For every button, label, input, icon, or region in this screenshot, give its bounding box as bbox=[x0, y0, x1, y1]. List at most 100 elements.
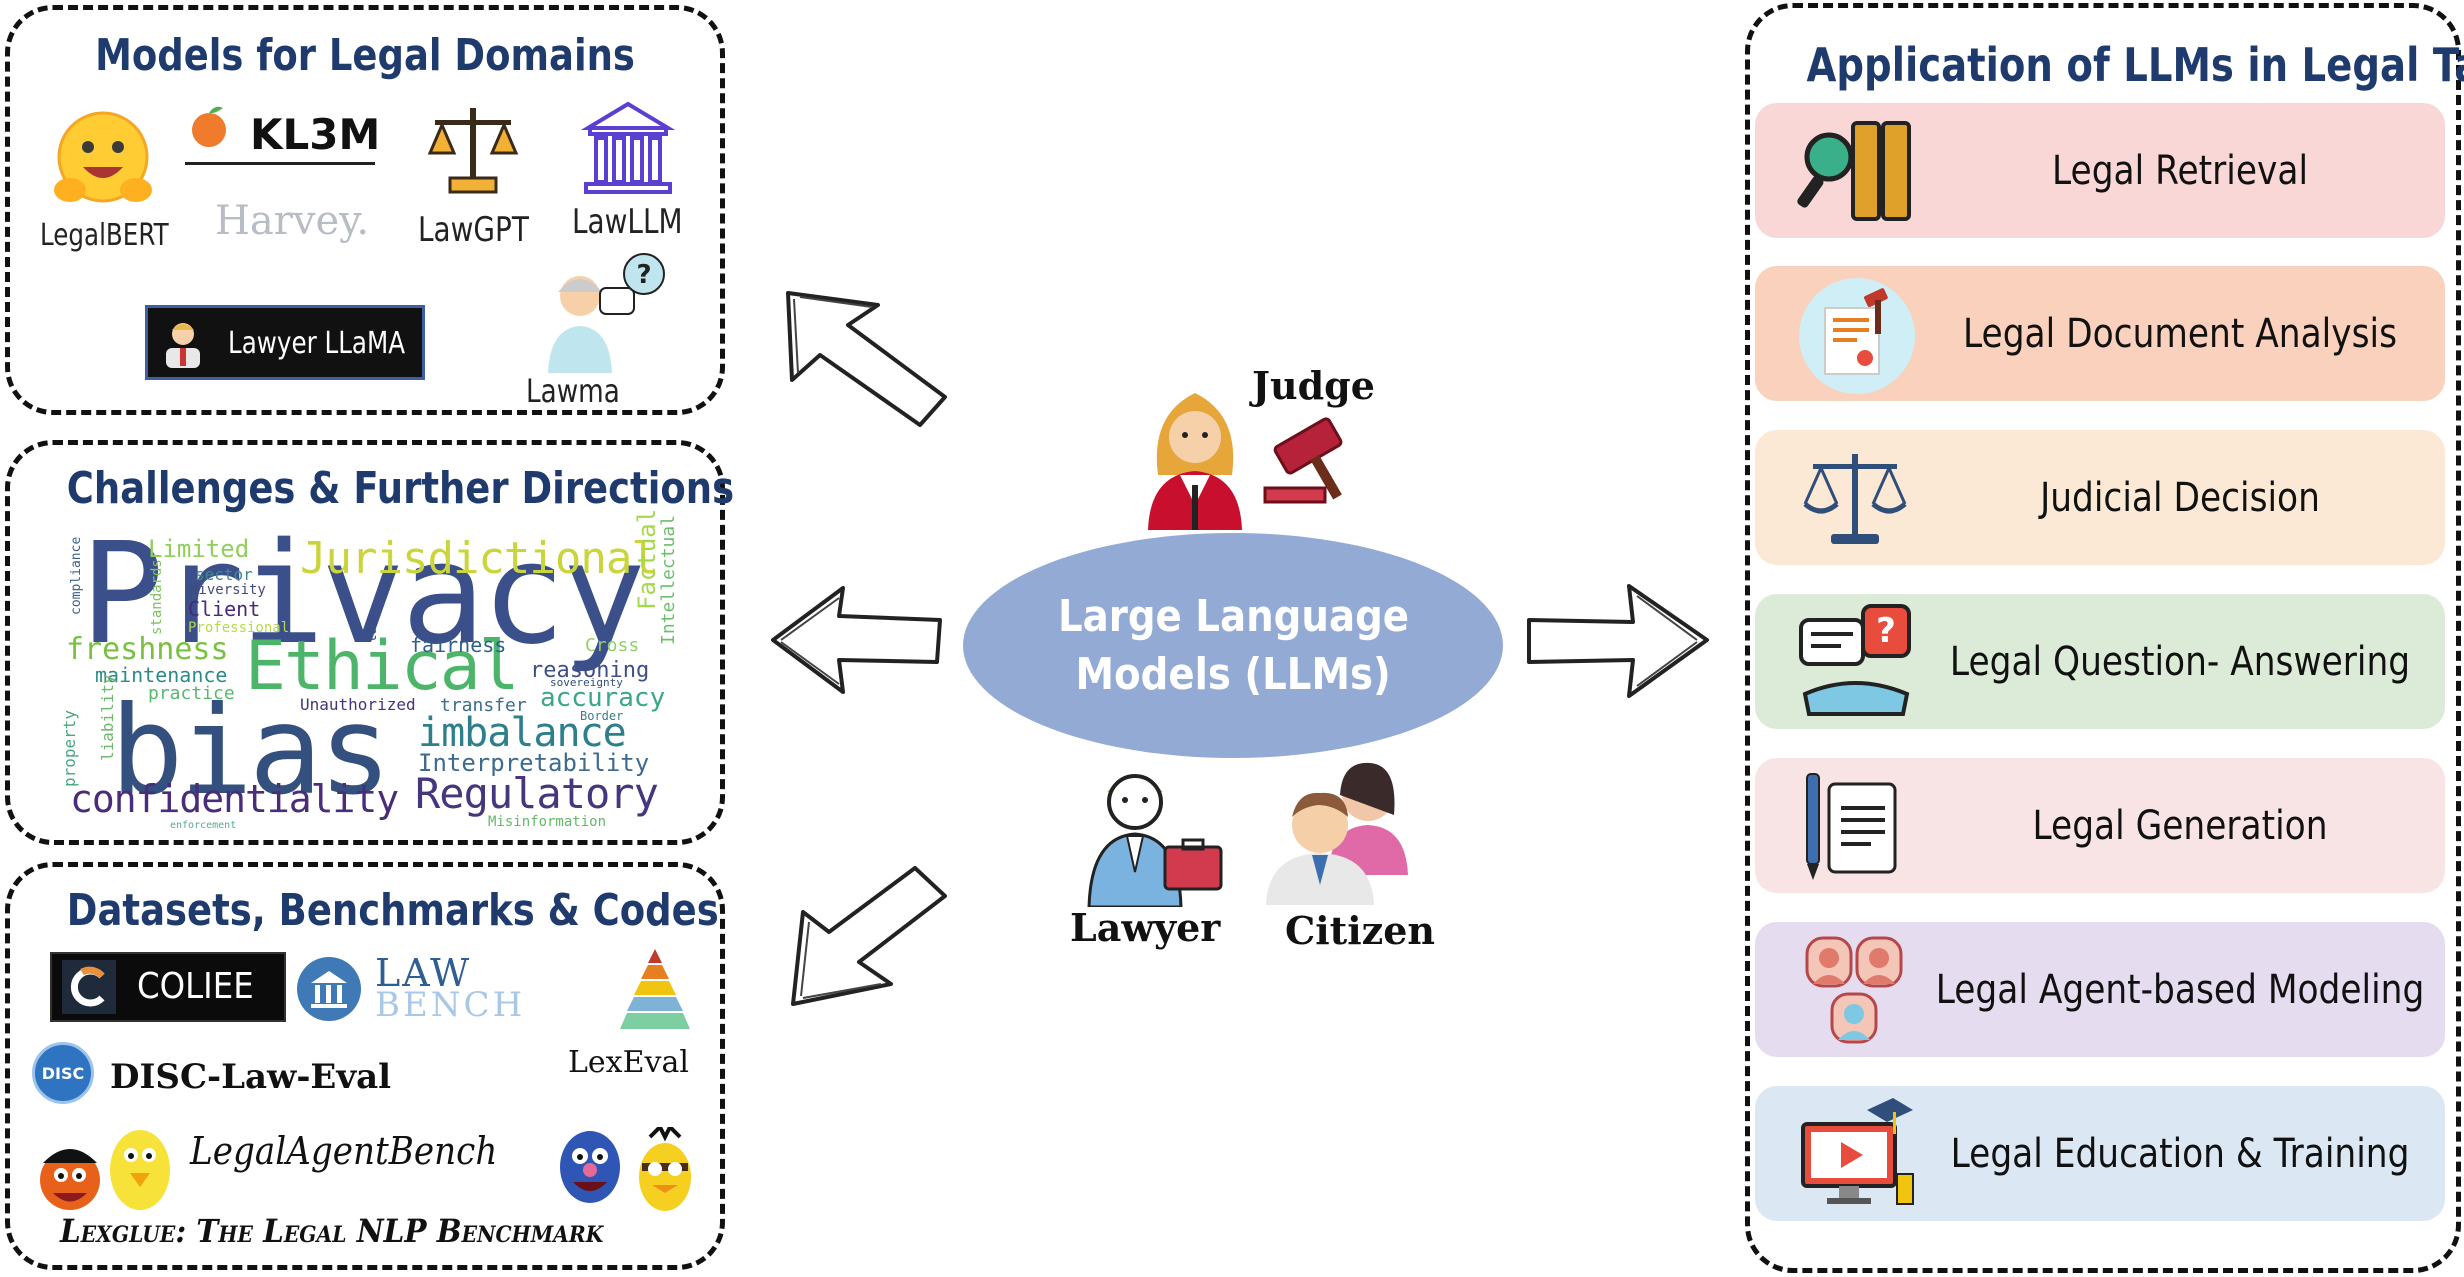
bert-icon bbox=[639, 1127, 691, 1211]
coliee-logo-icon bbox=[62, 960, 116, 1014]
disc-law-eval-label: DISC-Law-Eval bbox=[110, 1057, 392, 1097]
lexeval-pyramid-icon bbox=[620, 949, 690, 1029]
word-ethical: Ethical bbox=[245, 627, 520, 706]
app-card-legal-document-analysis: Legal Document Analysis bbox=[1755, 266, 2445, 401]
word-cross: Cross bbox=[585, 635, 640, 656]
word-enforcement: enforcement bbox=[170, 820, 237, 831]
legalagentbench-label: LegalAgentBench bbox=[190, 1129, 498, 1173]
lawyer-label: Lawyer bbox=[1070, 905, 1221, 950]
word-compliance: compliance bbox=[69, 536, 84, 615]
citizen-icon bbox=[1266, 762, 1408, 905]
llm-center-line1: Large Language bbox=[1057, 590, 1409, 642]
lawbench-label-bench: BENCH bbox=[375, 985, 526, 1025]
app-label-legal-question-answering: Legal Question- Answering bbox=[1949, 638, 2411, 685]
education-icon bbox=[1801, 1098, 1914, 1205]
retrieval-icon bbox=[1797, 121, 1911, 221]
svg-text:?: ? bbox=[1876, 611, 1896, 651]
models-panel: Models for Legal Domains LegalBERT KL3M … bbox=[5, 5, 725, 415]
word-unauthorized: Unauthorized bbox=[300, 695, 416, 714]
coliee-label: COLIEE bbox=[137, 966, 254, 1007]
scales-icon bbox=[1803, 454, 1907, 544]
word-liability: liability bbox=[98, 674, 117, 761]
word-confidentiality: confidentiality bbox=[70, 777, 399, 821]
app-card-legal-agent-based-modeling: Legal Agent-based Modeling bbox=[1755, 922, 2445, 1057]
word-law: law bbox=[364, 617, 380, 643]
citizen-label: Citizen bbox=[1285, 908, 1436, 953]
app-card-legal-question-answering: ? Legal Question- Answering bbox=[1755, 594, 2445, 729]
grover-icon bbox=[560, 1131, 620, 1203]
challenges-panel-title: Challenges & Further Directions bbox=[66, 463, 735, 514]
app-label-legal-retrieval: Legal Retrieval bbox=[2051, 147, 2309, 194]
lawyer-llama-label: Lawyer LLaMA bbox=[228, 326, 406, 361]
lawyer-llama-icon bbox=[166, 323, 200, 368]
word-border: Border bbox=[580, 709, 624, 723]
lawgpt-label: LawGPT bbox=[418, 210, 529, 250]
big-bird-icon bbox=[110, 1130, 170, 1210]
arrow-to-datasets bbox=[791, 866, 947, 1006]
lawllm-label: LawLLM bbox=[572, 202, 683, 242]
word-freshness: freshness bbox=[66, 632, 229, 667]
lawbench-logo-icon bbox=[297, 957, 361, 1021]
disc-logo: DISC bbox=[32, 1042, 94, 1104]
lawma-label: Lawma bbox=[526, 372, 620, 410]
ernie-icon bbox=[40, 1149, 100, 1210]
llm-center-ellipse: Large Language Models (LLMs) bbox=[963, 533, 1503, 758]
arrow-to-applications bbox=[1527, 584, 1709, 698]
app-label-judicial-decision: Judicial Decision bbox=[2040, 474, 2320, 521]
legalbert-label: LegalBERT bbox=[40, 218, 169, 253]
word-intellectual: Intellectual bbox=[658, 514, 679, 645]
harvey-label: Harvey. bbox=[215, 198, 370, 244]
word-accuracy: accuracy bbox=[540, 683, 666, 713]
app-label-legal-document-analysis: Legal Document Analysis bbox=[1962, 310, 2398, 357]
word-property: property bbox=[60, 709, 79, 787]
word-privacy: Privacy bbox=[80, 513, 646, 676]
llm-center-line2: Models (LLMs) bbox=[1075, 648, 1391, 700]
datasets-panel: Datasets, Benchmarks & Codes COLIEE LAW … bbox=[5, 862, 725, 1270]
lawllm-building-icon bbox=[580, 101, 676, 194]
word-regulatory: Regulatory bbox=[415, 769, 659, 818]
word-interpretability: Interpretability bbox=[418, 749, 650, 777]
word-transfer: transfer bbox=[440, 695, 527, 716]
kl3m-label: KL3M bbox=[250, 110, 381, 159]
models-panel-title: Models for Legal Domains bbox=[95, 30, 635, 81]
app-label-legal-agent-based-modeling: Legal Agent-based Modeling bbox=[1935, 966, 2425, 1013]
kl3m-underline bbox=[185, 162, 375, 165]
arrow-to-challenges bbox=[771, 586, 942, 694]
word-reasoning: reasoning bbox=[530, 658, 650, 683]
lawyer-icon bbox=[1087, 774, 1223, 907]
app-card-legal-generation: Legal Generation bbox=[1755, 758, 2445, 893]
judge-icon bbox=[1148, 393, 1242, 530]
app-card-legal-education-training: Legal Education & Training bbox=[1755, 1086, 2445, 1221]
word-jurisdictional: Jurisdictional bbox=[300, 533, 658, 584]
lawgpt-scales-icon bbox=[427, 108, 519, 194]
lawbench-label-law: LAW bbox=[375, 951, 472, 995]
document-analysis-icon bbox=[1799, 278, 1915, 394]
word-diversity: diversity bbox=[190, 582, 266, 598]
challenges-panel: Challenges & Further Directions Privacy … bbox=[5, 440, 735, 845]
gavel-icon bbox=[1263, 417, 1343, 504]
svg-text:?: ? bbox=[636, 260, 651, 290]
judge-label: Judge bbox=[1252, 363, 1375, 408]
word-imbalance: imbalance bbox=[418, 710, 627, 756]
peach-icon bbox=[192, 106, 226, 147]
app-card-judicial-decision: Judicial Decision bbox=[1755, 430, 2445, 565]
applications-panel-title: Application of LLMs in Legal Tasks bbox=[1806, 38, 2464, 92]
chat-phone-icon: ? bbox=[1799, 604, 1911, 716]
lexeval-label: LexEval bbox=[568, 1045, 689, 1080]
word-standards: standards bbox=[149, 559, 165, 635]
arrow-to-models bbox=[786, 291, 947, 427]
lawma-person-icon: ? bbox=[548, 253, 665, 373]
word-bias: bias bbox=[110, 680, 392, 822]
app-label-legal-education-training: Legal Education & Training bbox=[1950, 1130, 2410, 1177]
word-fairness: fairness bbox=[410, 633, 507, 657]
lexglue-label: Lexglue: The Legal NLP Benchmark bbox=[60, 1212, 604, 1250]
word-limited: Limited bbox=[148, 535, 250, 563]
app-card-legal-retrieval: Legal Retrieval bbox=[1755, 103, 2445, 238]
hugging-face-icon bbox=[54, 111, 152, 203]
disc-logo-text: DISC bbox=[41, 1063, 85, 1083]
word-cloud: Privacy bias Ethical Jurisdictional conf… bbox=[40, 509, 690, 831]
agents-icon bbox=[1805, 936, 1903, 1044]
word-sector: sector bbox=[195, 565, 253, 584]
word-professional: Professional bbox=[188, 620, 290, 636]
word-client: Client bbox=[188, 597, 261, 621]
